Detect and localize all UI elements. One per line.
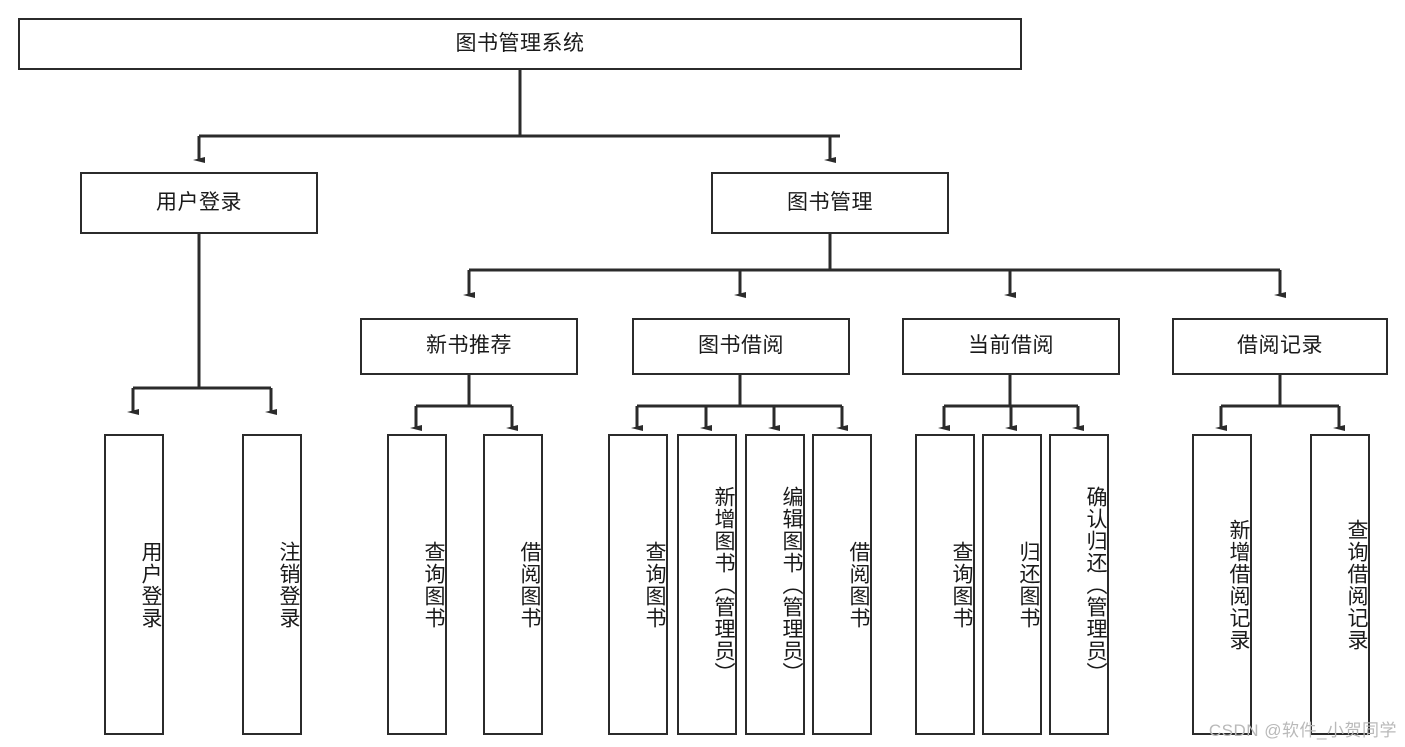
leaf-current-borrow-query-label: 查询图书 [950,540,973,629]
leaf-book-borrow-edit[interactable]: 编辑图书（管理员） [745,434,805,735]
leaf-book-borrow-query[interactable]: 查询图书 [608,434,668,735]
node-book-borrow[interactable]: 图书借阅 [632,318,850,375]
node-root[interactable]: 图书管理系统 [18,18,1022,70]
node-current-borrow[interactable]: 当前借阅 [902,318,1120,375]
leaf-new-book-borrow-label: 借阅图书 [518,540,541,629]
node-user-login[interactable]: 用户登录 [80,172,318,234]
leaf-current-borrow-return-label: 归还图书 [1017,540,1040,629]
leaf-borrow-record-query[interactable]: 查询借阅记录 [1310,434,1370,735]
node-book-management-label: 图书管理 [787,190,873,214]
leaf-current-borrow-return[interactable]: 归还图书 [982,434,1042,735]
node-book-borrow-label: 图书借阅 [698,334,784,358]
leaf-new-book-query-label: 查询图书 [422,540,445,629]
node-new-book-recommend-label: 新书推荐 [426,334,512,358]
leaf-book-borrow-edit-label: 编辑图书（管理员） [780,485,803,684]
leaf-book-borrow-borrow-label: 借阅图书 [847,540,870,629]
leaf-book-borrow-borrow[interactable]: 借阅图书 [812,434,872,735]
node-borrow-record[interactable]: 借阅记录 [1172,318,1388,375]
leaf-current-borrow-query[interactable]: 查询图书 [915,434,975,735]
node-current-borrow-label: 当前借阅 [968,334,1054,358]
leaf-book-borrow-query-label: 查询图书 [643,540,666,629]
leaf-book-borrow-add[interactable]: 新增图书（管理员） [677,434,737,735]
node-borrow-record-label: 借阅记录 [1237,334,1323,358]
leaf-borrow-record-add-label: 新增借阅记录 [1227,518,1250,651]
node-book-management[interactable]: 图书管理 [711,172,949,234]
leaf-borrow-record-add[interactable]: 新增借阅记录 [1192,434,1252,735]
node-user-login-label: 用户登录 [156,190,242,214]
leaf-user-login-logout-label: 注销登录 [277,540,300,629]
leaf-book-borrow-add-label: 新增图书（管理员） [712,485,735,684]
leaf-current-borrow-confirm-label: 确认归还（管理员） [1084,485,1107,684]
node-root-label: 图书管理系统 [455,31,585,55]
leaf-new-book-borrow[interactable]: 借阅图书 [483,434,543,735]
leaf-user-login-logout[interactable]: 注销登录 [242,434,302,735]
leaf-user-login-login-label: 用户登录 [139,540,162,629]
leaf-borrow-record-query-label: 查询借阅记录 [1345,518,1368,651]
node-new-book-recommend[interactable]: 新书推荐 [360,318,578,375]
leaf-new-book-query[interactable]: 查询图书 [387,434,447,735]
leaf-user-login-login[interactable]: 用户登录 [104,434,164,735]
leaf-current-borrow-confirm[interactable]: 确认归还（管理员） [1049,434,1109,735]
